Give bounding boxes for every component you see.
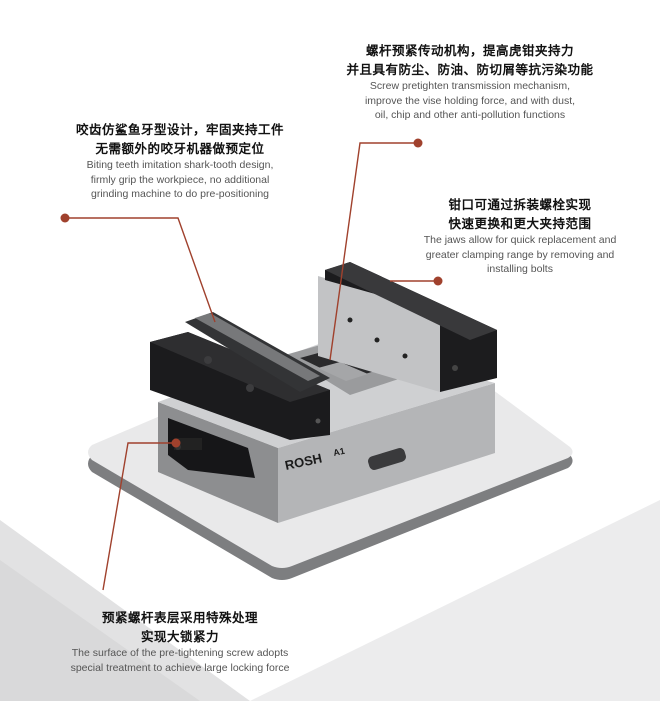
annotation-transmission: 螺杆预紧传动机构，提高虎钳夹持力 并且具有防尘、防油、防切屑等抗污染功能 Scr… (300, 41, 640, 123)
annotation-text: improve the vise holding force, and with… (364, 94, 576, 107)
annotation-text: The jaws allow for quick replacement and (423, 234, 617, 246)
annotation-text: greater clamping range by removing and (425, 248, 615, 261)
annotation-text: oil, chip and other anti-pollution funct… (374, 109, 566, 121)
background-shape (250, 500, 660, 701)
annotation-title: 咬齿仿鲨鱼牙型设计，牢固夹持工件 (75, 122, 284, 137)
marker-dot (60, 213, 70, 223)
leader-lines (65, 142, 438, 591)
annotation-text: special treatment to achieve large locki… (70, 661, 290, 674)
annotation-title: 无需额外的咬牙机器做预定位 (95, 141, 265, 156)
annotation-text: Biting teeth imitation shark-tooth desig… (86, 159, 274, 171)
annotation-title: 钳口可通过拆装螺栓实现 (448, 197, 592, 212)
annotation-jaws: 钳口可通过拆装螺栓实现 快速更换和更大夹持范围 The jaws allow f… (400, 195, 640, 277)
annotation-title: 螺杆预紧传动机构，提高虎钳夹持力 (365, 43, 574, 58)
right-jaw (318, 262, 497, 392)
marker-dot (171, 438, 181, 448)
background-shape (0, 560, 200, 701)
annotation-text: installing bolts (487, 263, 553, 275)
annotation-teeth: 咬齿仿鲨鱼牙型设计，牢固夹持工件 无需额外的咬牙机器做预定位 Biting te… (60, 120, 300, 202)
annotation-text: grinding machine to do pre-positioning (90, 188, 270, 200)
left-jaw (150, 312, 330, 478)
annotation-text: firmly grip the workpiece, no additional (90, 173, 270, 186)
annotation-title: 快速更换和更大夹持范围 (448, 216, 592, 231)
annotation-screw: 预紧螺杆表层采用特殊处理 实现大锁紧力 The surface of the p… (45, 608, 315, 675)
marker-dot (433, 276, 443, 286)
annotation-text: Screw pretighten transmission mechanism, (369, 80, 571, 92)
annotation-title: 实现大锁紧力 (140, 629, 219, 644)
marker-dot (413, 138, 423, 148)
annotation-text: The surface of the pre-tightening screw … (71, 647, 289, 659)
annotation-title: 预紧螺杆表层采用特殊处理 (101, 610, 258, 625)
annotation-title: 并且具有防尘、防油、防切屑等抗污染功能 (346, 62, 594, 77)
model-label: A1 (332, 446, 345, 458)
